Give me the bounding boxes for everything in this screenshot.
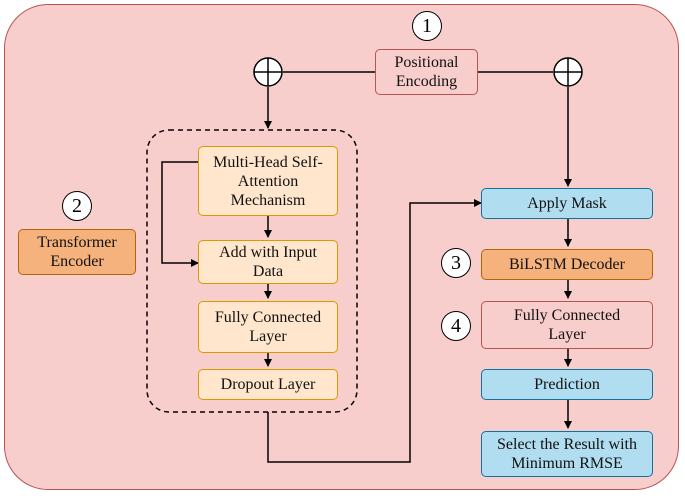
transformer-encoder-label: Transformer Encoder <box>18 229 136 275</box>
step-marker-2: 2 <box>62 191 92 221</box>
encoder-group-outline <box>146 129 358 413</box>
multi-head-attention-block: Multi-Head Self- Attention Mechanism <box>198 146 338 216</box>
adder-left-icon <box>253 57 283 87</box>
select-result-block: Select the Result with Minimum RMSE <box>481 431 653 477</box>
bilstm-decoder-block: BiLSTM Decoder <box>481 249 653 280</box>
dropout-block: Dropout Layer <box>198 369 338 400</box>
wire-encoder-mask <box>267 199 482 463</box>
add-input-block: Add with Input Data <box>198 240 338 284</box>
step-marker-4: 4 <box>441 311 471 341</box>
positional-encoding-block: Positional Encoding <box>375 49 478 95</box>
adder-right-icon <box>553 57 583 87</box>
apply-mask-block: Apply Mask <box>481 188 653 219</box>
step-marker-3: 3 <box>441 248 471 278</box>
fully-connected-decoder-block: Fully Connected Layer <box>481 301 653 349</box>
prediction-block: Prediction <box>481 369 653 400</box>
wire-residual <box>161 161 199 267</box>
step-marker-1: 1 <box>412 11 442 41</box>
fully-connected-encoder-block: Fully Connected Layer <box>198 301 338 353</box>
